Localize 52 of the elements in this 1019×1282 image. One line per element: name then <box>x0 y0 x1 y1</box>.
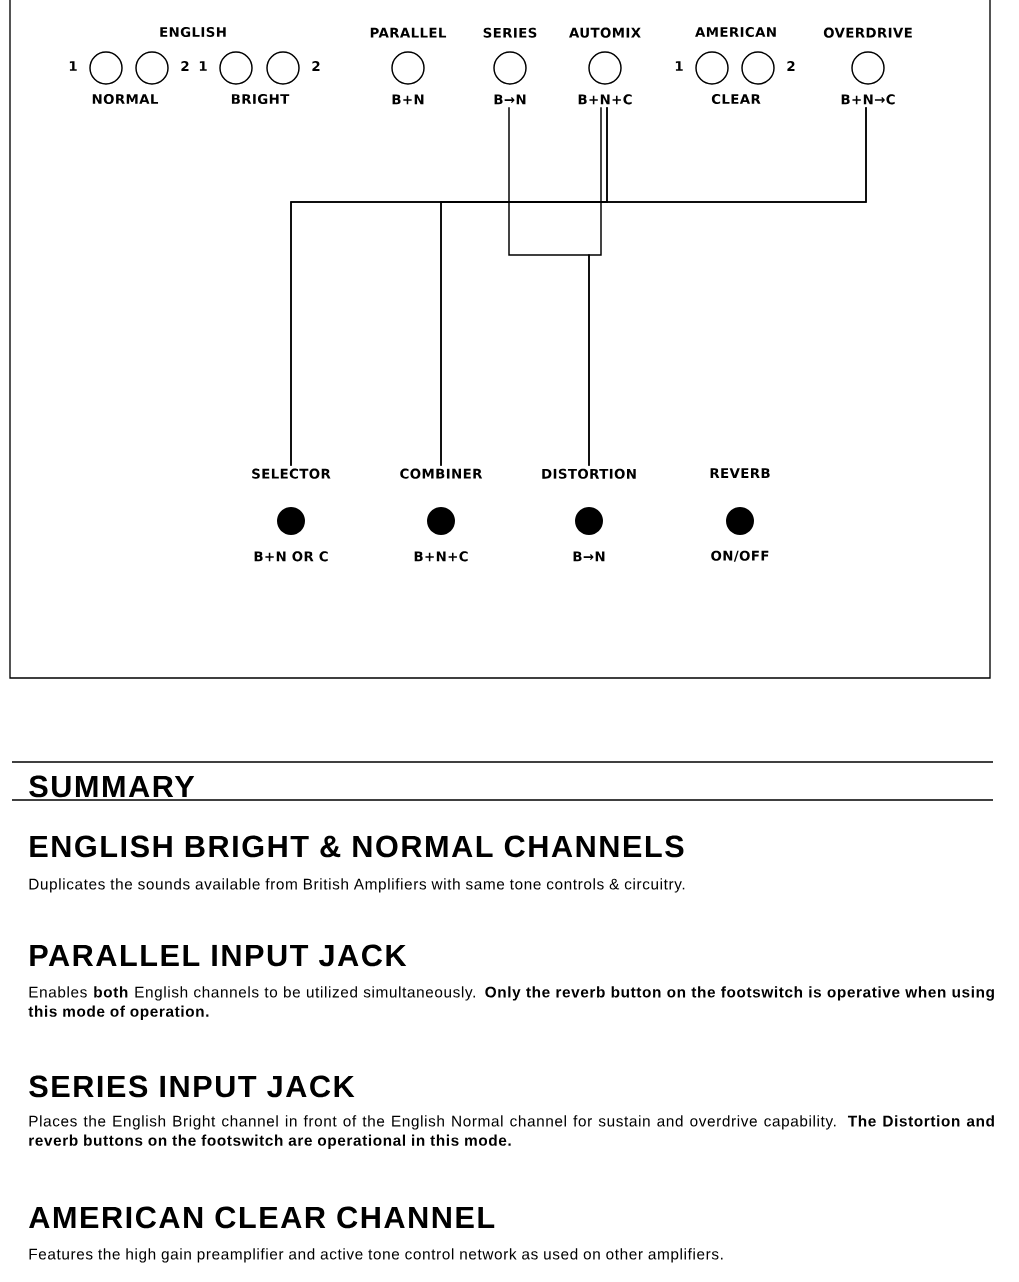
input-jack: 1 <box>199 51 253 85</box>
node-label: 1 <box>199 61 207 71</box>
node-label: B+N OR C <box>254 551 328 562</box>
node-label: SERIES <box>483 27 537 38</box>
node-label: B→N <box>573 551 605 562</box>
group-label: ENGLISH <box>160 26 226 38</box>
node-label: PARALLEL <box>370 27 447 38</box>
body-text: Enables both English channels to be utilized simultaneously. Only the reverb button on the footswitch is operative when using this mode of operation. <box>28 986 994 1020</box>
node-label: 2 <box>181 61 189 71</box>
section-heading: AMERICAN CLEAR CHANNEL <box>29 1206 495 1229</box>
input-jack: 2 <box>266 51 320 85</box>
footswitch-button: COMBINER B+N+C <box>400 468 483 562</box>
footswitch-button: SELECTOR B+N OR C <box>252 468 331 562</box>
group-label: BRIGHT <box>231 93 290 105</box>
node-label: B+N→C <box>841 94 895 105</box>
summary-heading: SUMMARY <box>29 775 195 798</box>
footswitch-button: DISTORTION B→N <box>542 468 636 562</box>
input-jack: 2 <box>741 51 795 85</box>
node-label: 1 <box>675 61 683 71</box>
connection-line <box>588 106 602 467</box>
node-label: 1 <box>69 61 77 71</box>
group-label: AMERICAN <box>695 26 776 38</box>
input-jack: 1 <box>69 51 123 85</box>
input-jack: AUTOMIX B+N+C <box>569 27 641 105</box>
section-heading: ENGLISH BRIGHT & NORMAL CHANNELS <box>30 835 684 858</box>
node-label: OVERDRIVE <box>823 27 912 38</box>
node-label: REVERB <box>710 468 770 478</box>
input-jack: 2 <box>135 51 189 85</box>
node-label: B+N+C <box>578 94 632 105</box>
body-text: Features the high gain preamplifier and active tone control network as used on other amplifiers. <box>29 1248 723 1263</box>
connection-line <box>440 106 608 467</box>
node-label: B+N+C <box>414 551 468 562</box>
node-label: B+N <box>392 94 424 105</box>
node-label: 2 <box>787 61 795 71</box>
node-label: AUTOMIX <box>569 27 641 38</box>
node-label: B→N <box>494 94 526 105</box>
node-label: COMBINER <box>400 468 483 479</box>
node-label: DISTORTION <box>542 468 636 479</box>
node-label: ON/OFF <box>711 550 769 562</box>
body-text: Duplicates the sounds available from British Amplifiers with same tone controls & circuitry. <box>29 878 685 893</box>
node-label: SELECTOR <box>252 468 331 479</box>
section-heading: PARALLEL INPUT JACK <box>30 944 407 967</box>
input-jack: OVERDRIVE B+N→C <box>823 27 912 105</box>
body-text: Places the English Bright channel in front of the English Normal channel for sustain and overdrive capability. The Distortion and reverb buttons on the footswitch are operational in this mode. <box>29 1115 994 1149</box>
group-label: CLEAR <box>711 93 761 105</box>
section-heading: SERIES INPUT JACK <box>29 1075 355 1098</box>
input-jack: PARALLEL B+N <box>370 27 447 105</box>
footswitch-button: REVERB ON/OFF <box>710 468 770 562</box>
group-label: NORMAL <box>92 93 159 105</box>
node-label: 2 <box>312 61 320 71</box>
input-jack: SERIES B→N <box>483 27 537 105</box>
input-jack: 1 <box>675 51 729 85</box>
